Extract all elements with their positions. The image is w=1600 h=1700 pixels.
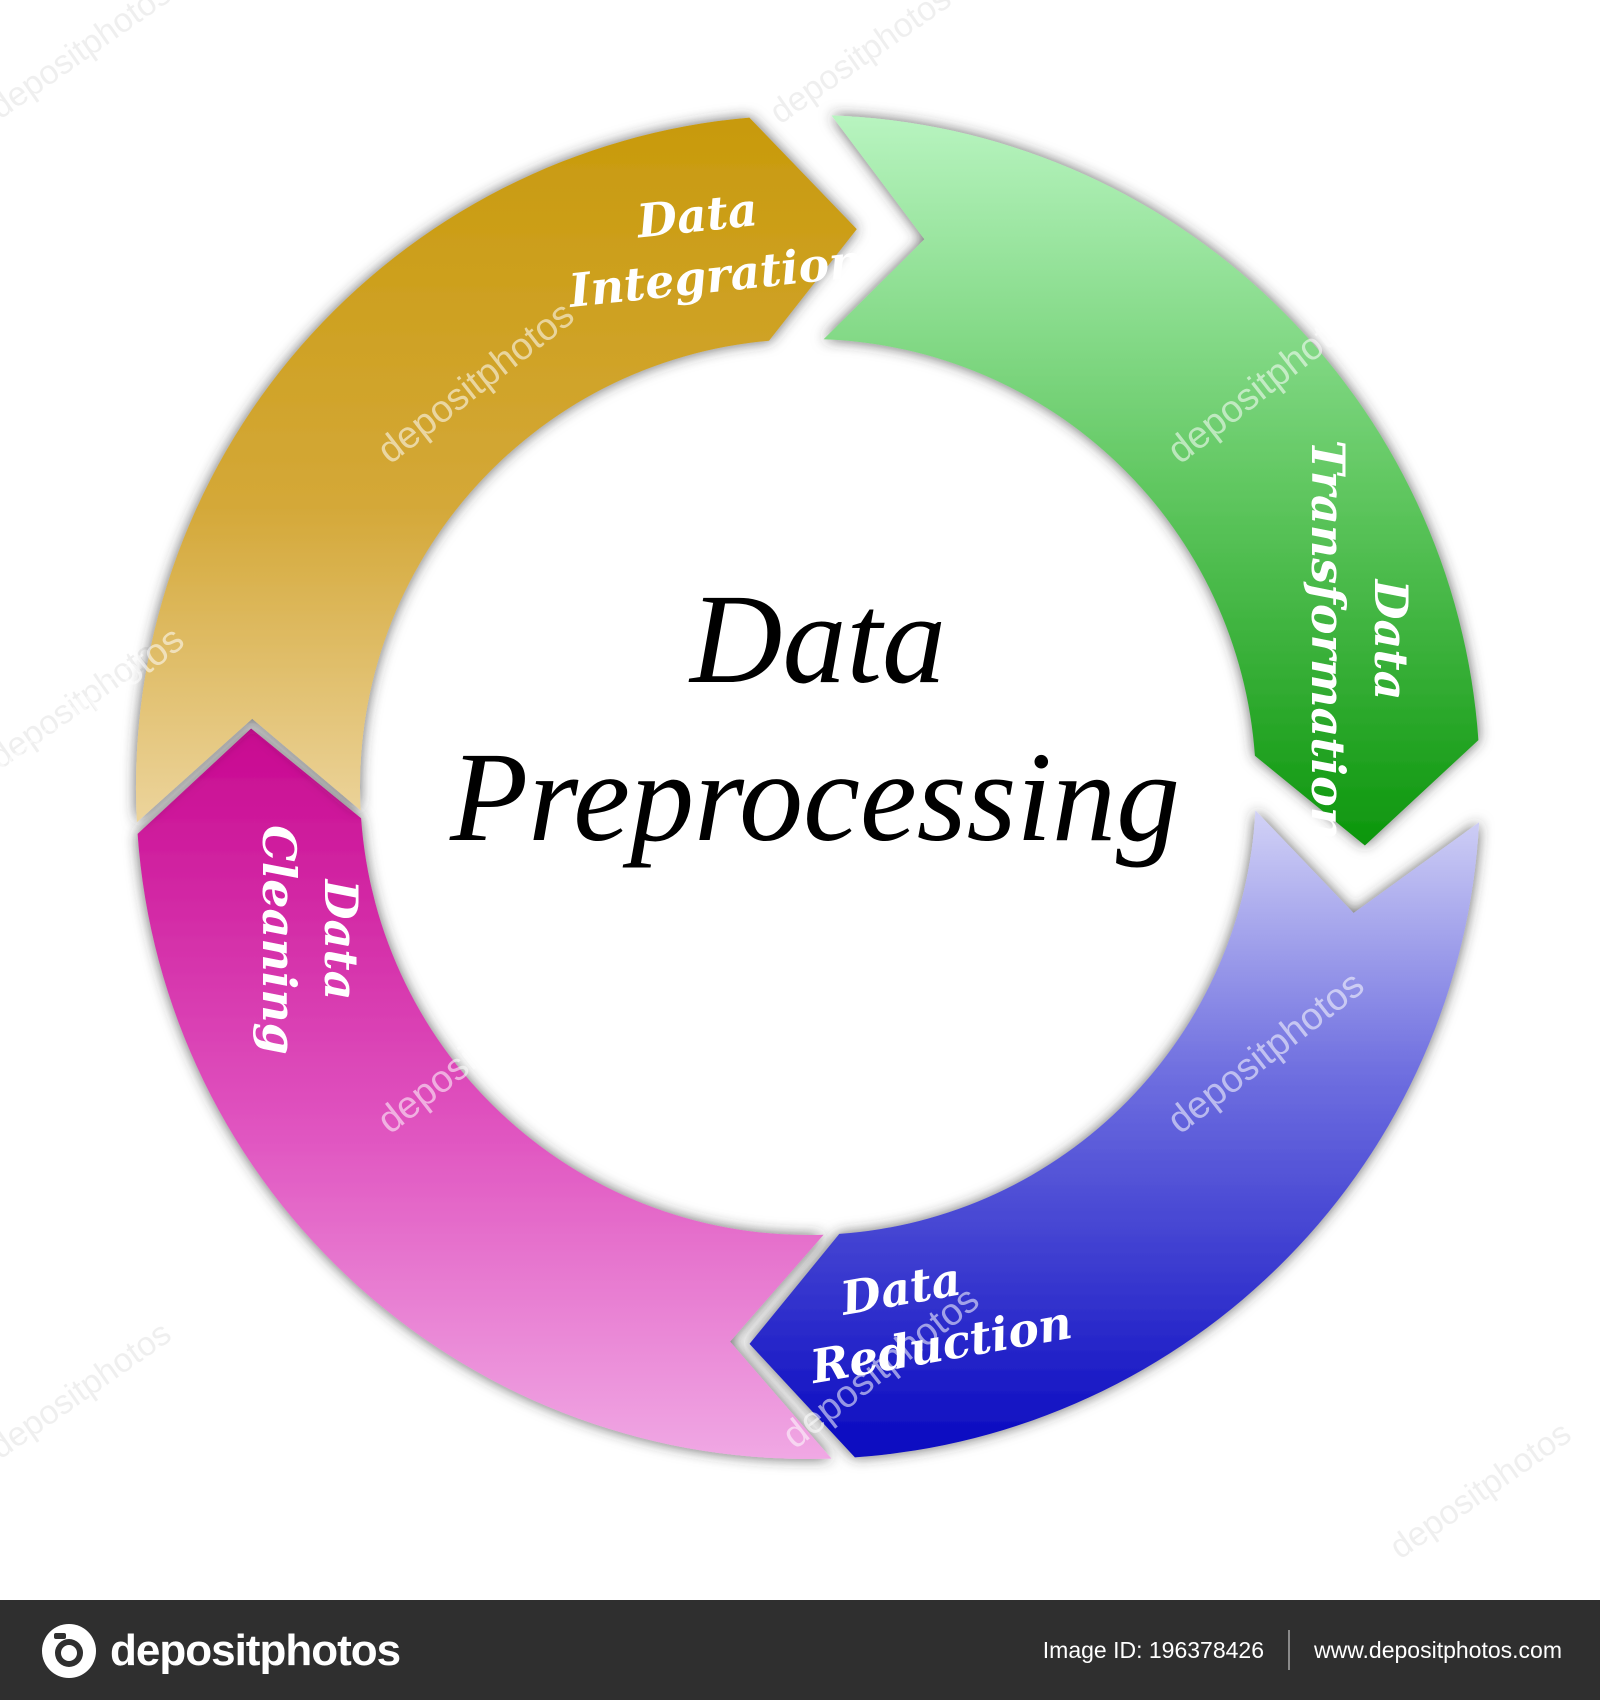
footer-brand[interactable]: depositphotos bbox=[40, 1622, 401, 1680]
cleaning-label-line2: Cleaning bbox=[252, 825, 306, 1055]
center-title-line1: Data bbox=[688, 568, 946, 710]
image-id: Image ID: 196378426 bbox=[1042, 1636, 1264, 1663]
integration-label-line1: Data bbox=[632, 182, 760, 249]
camera-logo-icon bbox=[42, 1624, 96, 1678]
ring bbox=[135, 115, 1480, 1460]
center-title-line2: Preprocessing bbox=[449, 726, 1180, 868]
segment-data-cleaning bbox=[137, 728, 832, 1460]
watermark-text: depositphotos bbox=[1383, 1414, 1578, 1567]
footer-meta: Image ID: 196378426 www.depositphotos.co… bbox=[1043, 1600, 1562, 1700]
segment-data-transformation bbox=[823, 115, 1479, 846]
segment-data-integration bbox=[135, 117, 857, 823]
footer-bar: depositphotos Image ID: 196378426 www.de… bbox=[0, 1600, 1600, 1700]
segment-data-reduction bbox=[749, 810, 1480, 1458]
label-data-cleaning: Data Cleaning bbox=[252, 825, 368, 1055]
footer-brand-name: depositphotos bbox=[110, 1626, 401, 1675]
site-url[interactable]: www.depositphotos.com bbox=[1313, 1636, 1562, 1663]
cycle-diagram: depositphotos depositphotos depositphoto… bbox=[0, 0, 1578, 1567]
watermark-text: depositphotos bbox=[763, 0, 958, 132]
watermark-text: depositphotos bbox=[0, 1314, 178, 1467]
transformation-label-line2: Transformation bbox=[1301, 440, 1355, 840]
watermark-text: depositphotos bbox=[0, 0, 178, 127]
cleaning-label-line1: Data bbox=[314, 878, 368, 1001]
transformation-label-line1: Data bbox=[1364, 578, 1418, 701]
label-data-transformation: Data Transformation bbox=[1301, 440, 1418, 840]
footer-divider bbox=[1287, 1630, 1290, 1670]
